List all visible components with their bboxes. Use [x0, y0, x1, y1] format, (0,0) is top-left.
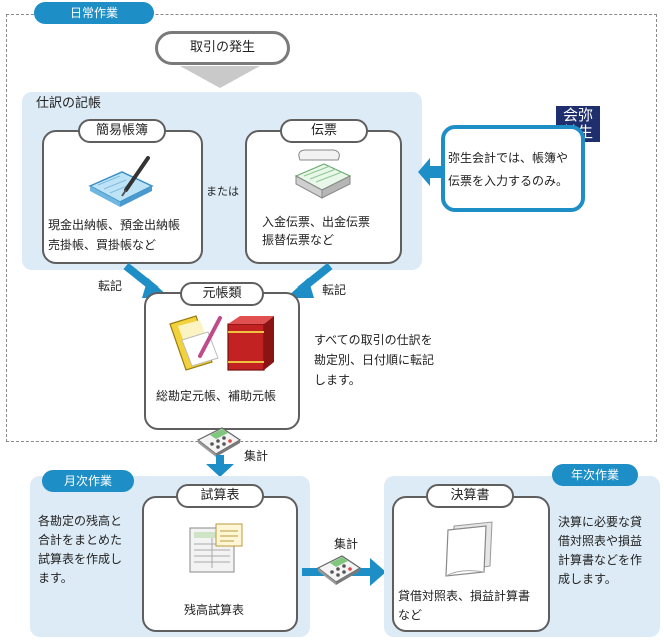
voucher-title: 伝票	[280, 119, 368, 143]
start-down-arrow	[180, 66, 260, 88]
trial-balance-caption: 残高試算表	[184, 603, 245, 617]
callout-left-arrow	[418, 158, 444, 186]
trial-balance-sheet-icon	[189, 523, 243, 573]
yearly-work-label: 年次作業	[552, 464, 638, 486]
voucher-examples-line1: 入金伝票、出金伝票	[262, 215, 371, 229]
yearly-note-line1: 決算に必要な貸	[558, 515, 643, 529]
simple-book-examples-line2: 売掛帳、買掛帳など	[48, 238, 157, 252]
callout-line1: 弥生会計では、帳簿や	[448, 151, 569, 165]
monthly-note-line4: ます。	[38, 571, 73, 585]
journal-panel-title: 仕訳の記帳	[36, 96, 102, 111]
transfer-label-left: 転記	[98, 279, 123, 293]
monthly-note-line2: 合計をまとめた	[38, 533, 123, 547]
monthly-note-line1: 各勘定の残高と	[38, 514, 123, 528]
simple-book-examples-line1: 現金出納帳、預金出納帳	[48, 218, 181, 232]
yearly-note-line2: 借対照表や損益	[558, 534, 643, 548]
start-transaction-box: 取引の発生	[155, 31, 290, 65]
or-label: または	[206, 185, 239, 198]
aggregate-label-right: 集計	[334, 537, 359, 551]
yearly-note-line3: 計算書などを作	[558, 553, 643, 567]
logo-row-1: 会弥	[562, 106, 593, 124]
ledger-caption: 総勘定元帳、補助元帳	[156, 389, 277, 403]
monthly-work-label: 月次作業	[42, 470, 134, 492]
calculator-icon-2	[316, 555, 362, 585]
daily-work-label: 日常作業	[34, 2, 154, 24]
voucher-printer-icon	[294, 149, 352, 199]
yearly-note-line4: 成します。	[558, 572, 617, 586]
ledger-note-line3: します。	[314, 373, 361, 387]
monthly-note-line3: 試算表を作成し	[38, 552, 123, 566]
daily-work-frame	[6, 14, 657, 442]
ledger-note-line2: 勘定別、日付順に転記	[314, 353, 435, 367]
financial-statements-icon	[445, 521, 493, 577]
financial-statements-title: 決算書	[426, 484, 514, 508]
notebook-icon	[88, 156, 154, 207]
callout-line2: 伝票を入力するのみ。	[448, 174, 569, 188]
trial-balance-title: 試算表	[176, 484, 264, 508]
ledger-title: 元帳類	[180, 282, 264, 306]
financial-statements-line2: など	[398, 608, 423, 622]
calculator-icon	[196, 427, 242, 457]
aggregate-label-down: 集計	[244, 449, 269, 463]
ledger-books-icon	[169, 315, 274, 371]
aggregate-down-arrow	[206, 455, 234, 477]
financial-statements-line1: 貸借対照表、損益計算書	[398, 589, 531, 603]
ledger-note-line1: すべての取引の仕訳を	[314, 333, 433, 347]
yayoi-callout-box	[441, 125, 585, 212]
simple-book-title: 簡易帳簿	[78, 119, 166, 143]
transfer-label-right: 転記	[322, 283, 347, 297]
voucher-examples-line2: 振替伝票など	[262, 233, 335, 247]
